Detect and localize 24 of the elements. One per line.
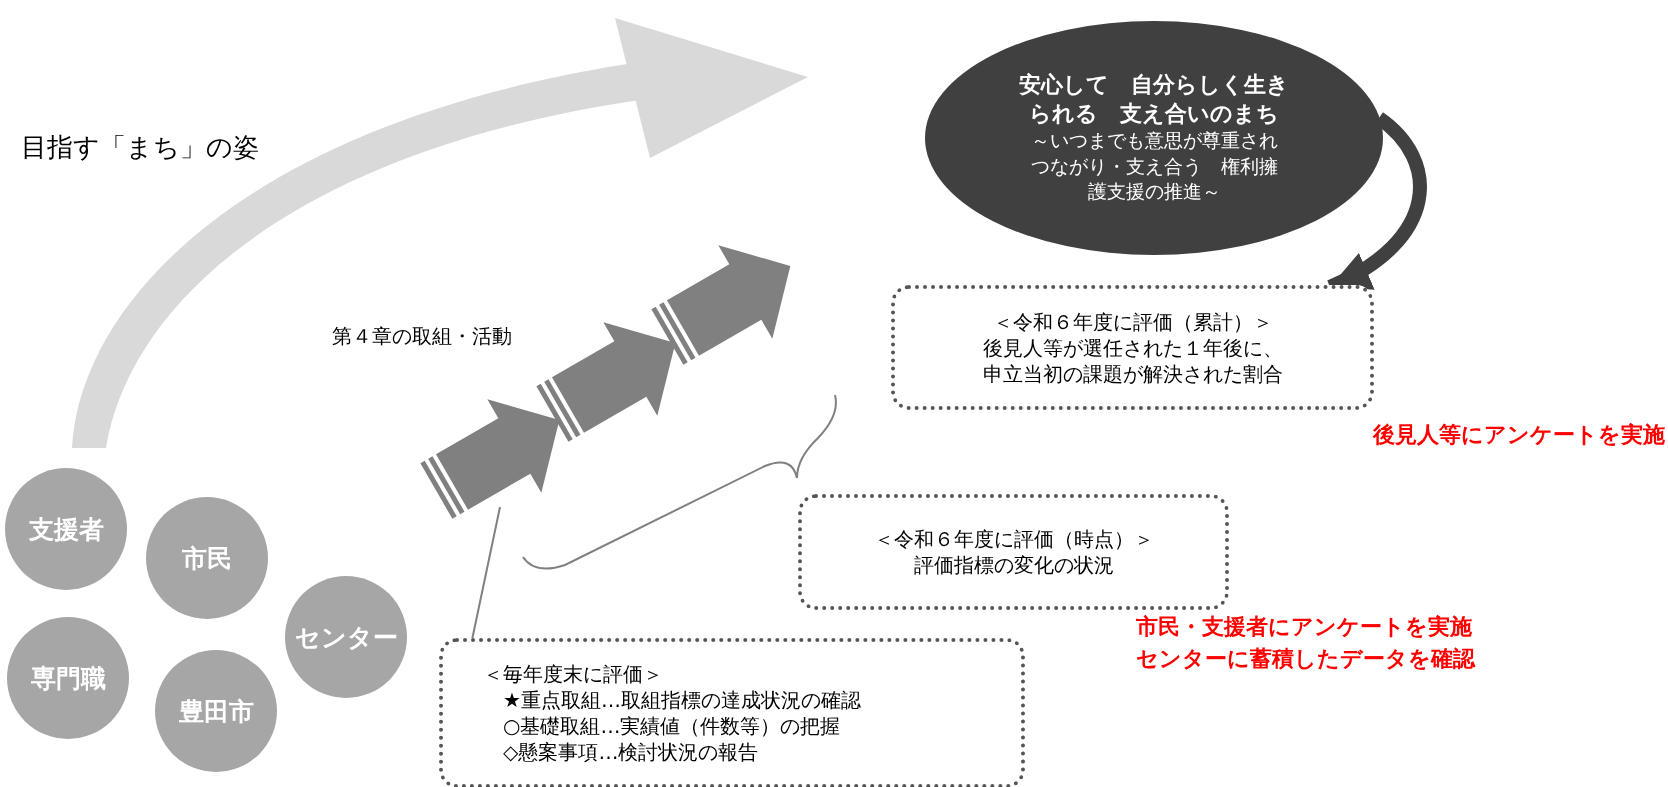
- evaluation-box: [891, 285, 1374, 410]
- goal-ellipse: [925, 21, 1383, 255]
- node-text: 豊田市: [178, 695, 254, 728]
- node-text: ＜令和６年度に評価（時点）＞: [873, 526, 1154, 552]
- node-text: ～いつまでも意思が尊重されつながり・支え合う 権利擁護支援の推進～: [1029, 128, 1279, 205]
- node-text: ＜毎年度末に評価＞: [483, 661, 663, 687]
- node-text: ★重点取組…取組指標の達成状況の確認: [503, 687, 861, 713]
- leader-line: [471, 506, 501, 641]
- node-text: ＜令和６年度に評価（累計）＞: [992, 308, 1273, 335]
- node-text: ◇懸案事項…検討状況の報告: [503, 739, 759, 765]
- note-text: センターに蓄積したデータを確認: [1136, 645, 1477, 673]
- node-text: 後見人等が選任された１年後に、申立当初の課題が解決された割合: [981, 334, 1284, 387]
- node-text: 市民: [182, 542, 232, 575]
- node-text: 評価指標の変化の状況: [913, 552, 1114, 578]
- node-text: ○基礎取組…実績値（件数等）の把握: [503, 713, 841, 739]
- node-text: 専門職: [30, 662, 106, 695]
- note-text: 後見人等にアンケートを実施: [1371, 421, 1665, 449]
- node-text: 支援者: [28, 513, 104, 546]
- label-text: 第４章の取組・活動: [332, 323, 512, 350]
- node-text: 安心して 自分らしく生きられる 支え合いのまち: [1018, 70, 1290, 128]
- evaluation-box: [439, 638, 1025, 787]
- note-text: 市民・支援者にアンケートを実施: [1136, 613, 1473, 641]
- node-text: センター: [294, 621, 398, 654]
- label-text: 目指す「まち」の姿: [21, 131, 259, 164]
